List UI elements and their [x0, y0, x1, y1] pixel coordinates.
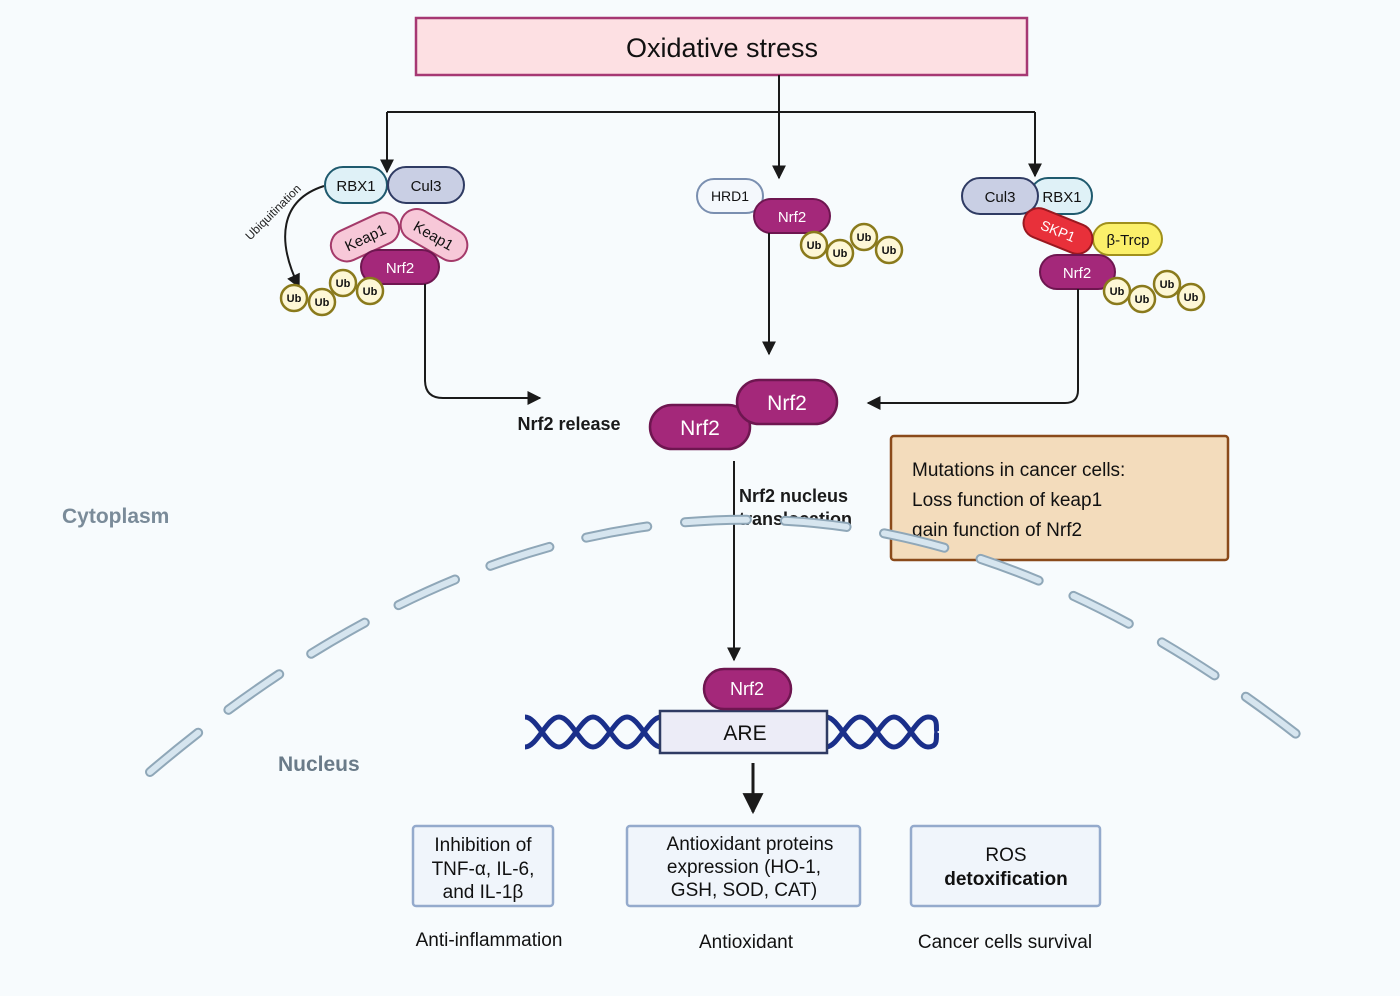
hrd1-label: HRD1 [711, 188, 749, 204]
nrf2-label-right: Nrf2 [1063, 265, 1091, 282]
nrf2-dimer-a-label: Nrf2 [680, 417, 720, 440]
release-arrow-left [424, 284, 542, 405]
are-label: ARE [723, 722, 766, 745]
btrcp-label: β-Trcp [1106, 232, 1149, 249]
outcome-text: TNF-α, IL-6, [432, 859, 535, 880]
are-box: ARE [658, 709, 829, 755]
outcome-caption: Anti-inflammation [416, 930, 563, 951]
ub-label: Ub [1184, 292, 1199, 304]
keap1-protein-b: Keap1 [399, 208, 469, 262]
ub-label: Ub [287, 293, 302, 305]
ubiquitination-arrow [284, 185, 325, 289]
ubiquitination-label: Ubiquitination [243, 182, 304, 243]
nrf2-protein-left [360, 249, 440, 285]
translocation-label-line1: Nrf2 nucleus [739, 486, 848, 506]
nrf2-release-label: Nrf2 release [517, 414, 620, 434]
cul3-protein-left [387, 166, 465, 204]
ub-chain-left: Ub Ub Ub Ub [279, 268, 385, 317]
ub-label: Ub [336, 278, 351, 290]
branch-arrows [380, 75, 1042, 180]
ub-chain-middle: Ub Ub Ub Ub [799, 222, 904, 268]
nrf2-dimer-b [735, 378, 839, 426]
ub-label: Ub [1135, 294, 1150, 306]
ub-label: Ub [833, 248, 848, 260]
outcome-text: and IL-1β [443, 882, 524, 903]
cul3-label-right: Cul3 [985, 189, 1016, 206]
cul3-label-left: Cul3 [411, 178, 442, 195]
outcome-antioxidant: Antioxidant proteins expression (HO-1, G… [625, 824, 862, 953]
ub-label: Ub [315, 297, 330, 309]
outcome-text: Inhibition of [434, 835, 532, 856]
outcome-text: detoxification [944, 869, 1068, 890]
oxidative-stress-box: Oxidative stress [414, 16, 1029, 77]
nrf2-label-middle: Nrf2 [778, 209, 806, 226]
ub-label: Ub [1110, 286, 1125, 298]
oxidative-stress-label: Oxidative stress [626, 33, 818, 63]
nrf2-dimer-a [648, 403, 752, 451]
cul3-protein-right [961, 177, 1039, 215]
mutations-line2: Loss function of keap1 [912, 490, 1102, 511]
nrf2-dimer: Nrf2 Nrf2 [648, 378, 839, 451]
nrf2-dimer-b-label: Nrf2 [767, 392, 807, 415]
outcome-ros-detoxification: ROS detoxification Cancer cells survival [909, 824, 1102, 953]
nrf2-protein-middle [753, 198, 831, 234]
ub-chain-right: Ub Ub Ub Ub [1102, 269, 1206, 314]
keap1-complex: RBX1 Cul3 Keap1 Keap1 Nrf2 Ubiquitinatio… [243, 166, 542, 405]
nrf2-protein-nucleus [702, 667, 793, 711]
nuclear-membrane [145, 514, 1330, 777]
outcome-caption: Antioxidant [699, 932, 794, 953]
outcome-text: ROS [985, 845, 1026, 866]
mutations-box: Mutations in cancer cells: Loss function… [889, 434, 1230, 562]
outcome-text: Antioxidant proteins [667, 834, 834, 855]
outcome-text: GSH, SOD, CAT) [671, 880, 817, 901]
ub-label: Ub [882, 245, 897, 257]
mutations-line3: gain function of Nrf2 [912, 520, 1082, 541]
hrd1-protein [696, 178, 764, 214]
hrd1-complex: HRD1 Nrf2 Ub Ub Ub Ub [696, 178, 904, 356]
nucleus-label: Nucleus [278, 753, 360, 776]
btrcp-complex: RBX1 Cul3 β-Trcp SKP1 Nrf2 Ub Ub Ub Ub [866, 177, 1206, 410]
ub-label: Ub [1160, 279, 1175, 291]
mutations-line1: Mutations in cancer cells: [912, 460, 1125, 481]
rbx1-label-right: RBX1 [1042, 189, 1081, 206]
ub-label: Ub [857, 232, 872, 244]
cytoplasm-label: Cytoplasm [62, 505, 169, 528]
ub-label: Ub [363, 286, 378, 298]
release-arrow-right [866, 289, 1079, 410]
outcome-anti-inflammation: Inhibition of TNF-α, IL-6, and IL-1β Ant… [411, 824, 563, 951]
nrf2-label-left: Nrf2 [386, 260, 414, 277]
nrf2-label-nucleus: Nrf2 [730, 679, 764, 699]
rbx1-label-left: RBX1 [336, 178, 375, 195]
dna-helix [524, 714, 940, 750]
skp1-protein: SKP1 [1022, 207, 1094, 255]
outcome-caption: Cancer cells survival [918, 932, 1092, 953]
ub-label: Ub [807, 240, 822, 252]
outcome-text: expression (HO-1, [667, 857, 821, 878]
